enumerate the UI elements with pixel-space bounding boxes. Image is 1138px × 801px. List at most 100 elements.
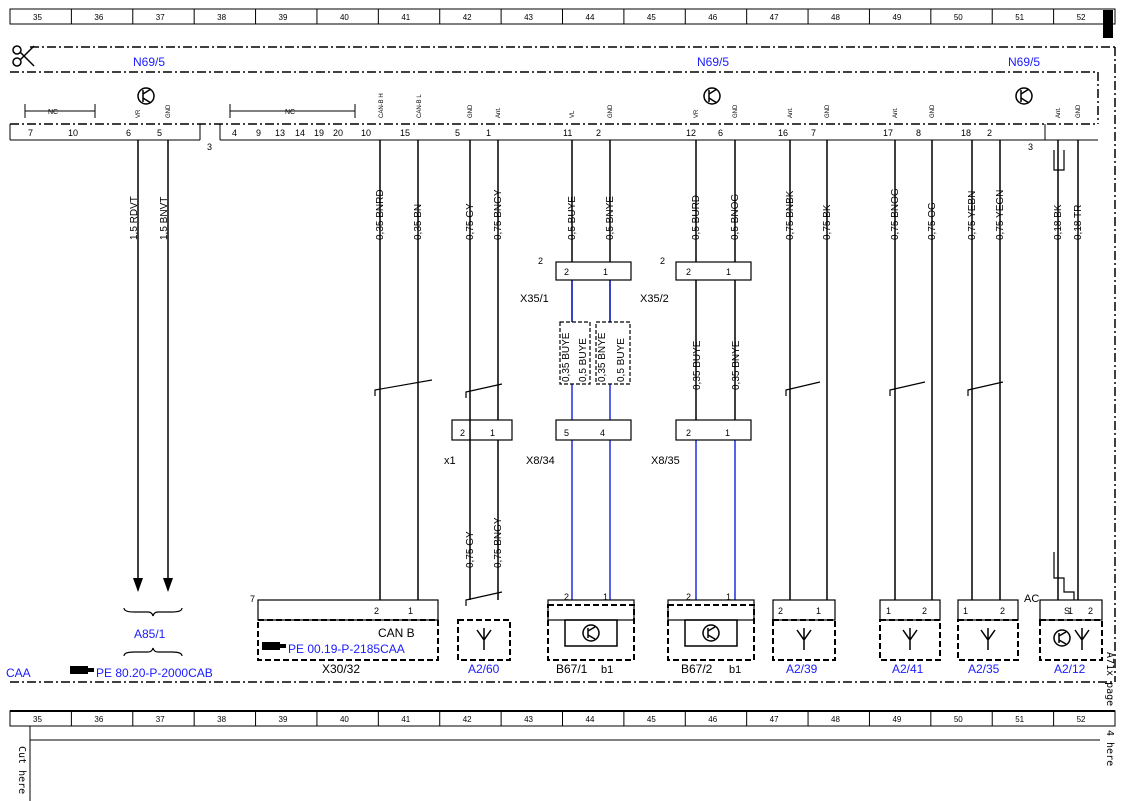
module-label: N69/5 [133, 55, 165, 69]
ruler-number: 49 [892, 715, 901, 724]
connector-pin: 9 [256, 128, 261, 138]
ruler-number: 35 [33, 715, 42, 724]
ruler-number: 40 [340, 13, 349, 22]
connector-pin: 2 [987, 128, 992, 138]
wire-label: 0,5 BNYE [605, 196, 616, 240]
shield-wrap [1053, 150, 1075, 600]
connector-pin-number: 2 [564, 592, 569, 602]
connector-pin-number: 2 [460, 428, 465, 438]
ruler-number: 45 [647, 13, 656, 22]
connector-pin: 4 [232, 128, 237, 138]
ruler-number: 51 [1015, 13, 1024, 22]
component-frames [257, 599, 1103, 621]
arrow-icon [133, 578, 143, 592]
connector-name: X8/34 [526, 455, 555, 467]
connector-pin-number: 2 [1000, 606, 1005, 616]
wire-label: 1,5 BNVT [159, 197, 170, 240]
pin-function: GND [166, 104, 172, 118]
reference-link: PE 00.19-P-2185CAA [288, 642, 405, 656]
antenna-icon [476, 628, 1090, 650]
connector-name: x1 [444, 455, 456, 467]
connector-pin: 10 [68, 128, 78, 138]
component-dash-frames [257, 604, 1103, 661]
break-mark [465, 383, 503, 398]
wire-label: 0,75 YEGN [995, 190, 1006, 240]
ruler-number: 46 [708, 715, 717, 724]
connector-pin-number: 1 [408, 606, 413, 616]
wire-label: 0,35 BNRD [375, 189, 386, 240]
pin-function: Ant. [893, 107, 899, 118]
connector-pin: 10 [361, 128, 371, 138]
wire-label: 0,75 YEBN [967, 191, 978, 240]
ruler-number: 38 [217, 715, 226, 724]
ruler-number: 42 [463, 13, 472, 22]
connector-pin: 15 [400, 128, 410, 138]
component-label: A2/60 [468, 662, 500, 676]
wire-label: 0,18 BK [1053, 204, 1064, 240]
pin-function: GND [930, 104, 936, 118]
connector-strip [9, 124, 1098, 141]
pin-function: CAN-B H [379, 93, 385, 118]
connector-pin-number: 2 [922, 606, 927, 616]
pin-function: GND [608, 104, 614, 118]
ruler-number: 47 [770, 13, 779, 22]
break-mark [889, 381, 926, 396]
ruler-number: 39 [279, 13, 288, 22]
connector-pin-number: 2 [686, 267, 691, 277]
transistor-icon [137, 87, 1033, 105]
nc-label: NC [285, 109, 295, 116]
connector-pin: 3 [207, 142, 212, 152]
wire-label: 0,75 GY [465, 531, 476, 568]
connector-pin: 6 [718, 128, 723, 138]
can-label: CAN B [378, 626, 415, 640]
connector-pin-number: 1 [886, 606, 891, 616]
connector-pin: 1 [486, 128, 491, 138]
nc-label: NC [48, 109, 58, 116]
connector-pin-number: 2 [686, 428, 691, 438]
component-label: A2/35 [968, 662, 1000, 676]
connector-pin-number: 2 [778, 606, 783, 616]
connector-pin: 12 [686, 128, 696, 138]
connector-pin: 20 [333, 128, 343, 138]
ruler-number: 39 [279, 715, 288, 724]
component-label: B67/2 [681, 662, 713, 676]
ruler-number: 52 [1077, 13, 1086, 22]
ruler-number: 41 [401, 13, 410, 22]
wire-label: 0,18 TR [1073, 205, 1084, 240]
wire-label: 0,75 GY [465, 203, 476, 240]
ruler-number: 50 [954, 715, 963, 724]
wire-label: 0,75 BNGY [493, 517, 504, 568]
ruler-number: 45 [647, 715, 656, 724]
wire-label: 0,35 BNYE [731, 340, 742, 390]
wire-label: 0,5 BURD [691, 195, 702, 240]
wire-label: 0,5 BNOG [730, 194, 741, 240]
ruler-number: 52 [1077, 715, 1086, 724]
pin-function: VR [694, 109, 700, 118]
ruler-number: 37 [156, 715, 165, 724]
corner-marker [1103, 10, 1113, 38]
connector-pin-number: 1 [1068, 606, 1073, 616]
pin-function: Ant. [788, 107, 794, 118]
a85-1-brace [123, 607, 183, 657]
pin-function: CAN-B L [417, 94, 423, 118]
connector-frames [451, 261, 752, 441]
ruler-number: 46 [708, 13, 717, 22]
connector-pin-number: 2 [374, 606, 379, 616]
wire-label: 1,5 RDVT [129, 196, 140, 240]
pin-function: VL [570, 110, 576, 118]
connector-pin: 5 [455, 128, 460, 138]
ruler-number: 48 [831, 13, 840, 22]
connector-pin: 8 [916, 128, 921, 138]
ruler-number: 43 [524, 13, 533, 22]
connector-pin-number: 2 [686, 592, 691, 602]
side-note: 4 here [1104, 730, 1115, 766]
connector-pin: 7 [811, 128, 816, 138]
break-mark [785, 381, 821, 396]
connector-pin: 19 [314, 128, 324, 138]
wire-layer [133, 140, 1079, 606]
reference-link: PE 80.20-P-2000CAB [96, 666, 213, 680]
wire-label: 0,75 BNBK [785, 190, 796, 240]
ruler-number: 40 [340, 715, 349, 724]
